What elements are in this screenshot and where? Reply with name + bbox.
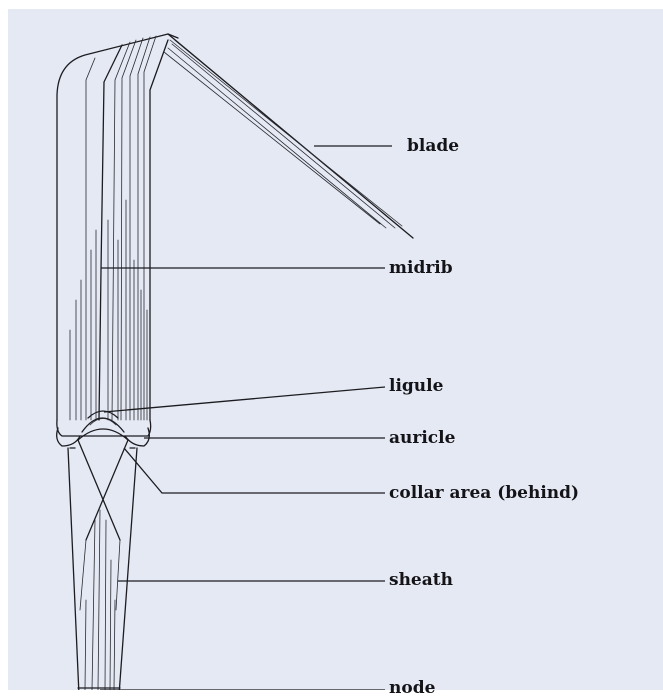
label-blade: blade bbox=[407, 138, 459, 155]
label-node: node bbox=[389, 680, 435, 697]
blade-outline bbox=[57, 34, 413, 436]
leader-collar bbox=[124, 448, 385, 493]
label-ligule: ligule bbox=[389, 378, 443, 395]
sheath bbox=[68, 440, 137, 690]
label-midrib: midrib bbox=[389, 260, 453, 277]
label-sheath: sheath bbox=[389, 572, 453, 589]
blade-veins bbox=[70, 36, 156, 420]
label-collar-area: collar area (behind) bbox=[389, 485, 579, 502]
leader-ligule bbox=[104, 387, 385, 412]
collar-region bbox=[57, 411, 150, 448]
label-auricle: auricle bbox=[389, 430, 455, 447]
